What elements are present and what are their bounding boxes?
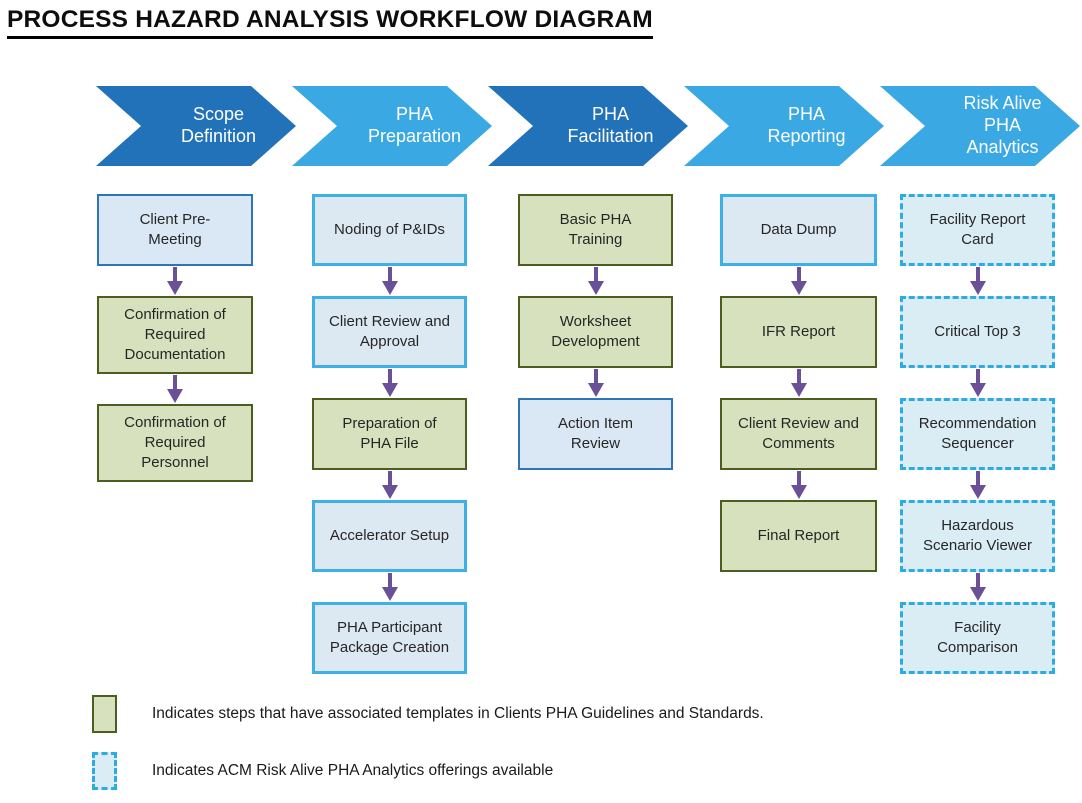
- step-facility-report-card: Facility Report Card: [900, 194, 1055, 266]
- phase-chevron-risk-alive-pha-analytics: Risk Alive PHA Analytics: [880, 86, 1080, 166]
- down-arrow-icon: [167, 267, 183, 295]
- down-arrow-icon: [790, 267, 807, 295]
- phase-chevron-pha-preparation: PHA Preparation: [292, 86, 492, 166]
- step-facility-comparison: Facility Comparison: [900, 602, 1055, 674]
- step-final-report: Final Report: [720, 500, 877, 572]
- phase-label: PHA Reporting: [767, 104, 846, 146]
- step-label: Critical Top 3: [934, 323, 1021, 341]
- step-label: Client Pre- Meeting: [139, 211, 211, 248]
- step-label: Preparation of PHA File: [342, 415, 437, 452]
- step-action-item-review: Action Item Review: [518, 398, 673, 470]
- step-label: Accelerator Setup: [329, 527, 450, 545]
- legend-item-templates: Indicates steps that have associated tem…: [92, 695, 764, 733]
- column-scope-definition: Client Pre- Meeting Confirmation of Requ…: [97, 194, 253, 482]
- down-arrow-icon: [969, 267, 986, 295]
- step-label: Noding of P&IDs: [334, 221, 445, 239]
- step-label: Client Review and Approval: [329, 313, 450, 350]
- down-arrow-icon: [381, 471, 398, 499]
- column-risk-alive-pha-analytics: Facility Report Card Critical Top 3 Reco…: [900, 194, 1055, 674]
- chevron-shape: [292, 86, 492, 166]
- legend-green-swatch: [92, 695, 117, 733]
- down-arrow-icon: [969, 369, 986, 397]
- step-label: Client Review and Comments: [738, 415, 859, 452]
- phase-label: Scope Definition: [180, 104, 257, 146]
- step-label: Facility Report Card: [929, 211, 1026, 248]
- phase-chevron-scope-definition: Scope Definition: [96, 86, 296, 166]
- step-label: Data Dump: [760, 221, 837, 239]
- phase-chevron-pha-facilitation: PHA Facilitation: [488, 86, 688, 166]
- down-arrow-icon: [381, 267, 398, 295]
- step-hazardous-scenario-viewer: Hazardous Scenario Viewer: [900, 500, 1055, 572]
- page-title: PROCESS HAZARD ANALYSIS WORKFLOW DIAGRAM: [7, 6, 653, 39]
- column-pha-reporting: Data Dump IFR Report Client Review and C…: [720, 194, 877, 572]
- step-client-pre-meeting: Client Pre- Meeting: [97, 194, 253, 266]
- step-recommendation-sequencer: Recommendation Sequencer: [900, 398, 1055, 470]
- down-arrow-icon: [790, 471, 807, 499]
- down-arrow-icon: [969, 471, 986, 499]
- step-worksheet-development: Worksheet Development: [518, 296, 673, 368]
- step-label: Hazardous Scenario Viewer: [923, 517, 1032, 554]
- legend-text: Indicates ACM Risk Alive PHA Analytics o…: [152, 762, 554, 779]
- step-label: PHA Participant Package Creation: [329, 619, 450, 656]
- down-arrow-icon: [381, 573, 398, 601]
- step-confirmation-required-personnel: Confirmation of Required Personnel: [97, 404, 253, 482]
- step-data-dump: Data Dump: [720, 194, 877, 266]
- chevron-shape: [880, 86, 1080, 166]
- legend-text: Indicates steps that have associated tem…: [152, 705, 764, 722]
- down-arrow-icon: [587, 369, 604, 397]
- chevron-shape: [488, 86, 688, 166]
- down-arrow-icon: [381, 369, 398, 397]
- down-arrow-icon: [587, 267, 604, 295]
- step-preparation-of-pha-file: Preparation of PHA File: [312, 398, 467, 470]
- step-label: Action Item Review: [557, 415, 634, 452]
- step-accelerator-setup: Accelerator Setup: [312, 500, 467, 572]
- column-pha-preparation: Noding of P&IDs Client Review and Approv…: [312, 194, 467, 674]
- column-pha-facilitation: Basic PHA Training Worksheet Development…: [518, 194, 673, 470]
- legend-item-analytics: Indicates ACM Risk Alive PHA Analytics o…: [92, 752, 553, 790]
- step-noding-of-pids: Noding of P&IDs: [312, 194, 467, 266]
- step-pha-participant-package-creation: PHA Participant Package Creation: [312, 602, 467, 674]
- step-confirmation-required-documentation: Confirmation of Required Documentation: [97, 296, 253, 374]
- step-label: Recommendation Sequencer: [918, 415, 1037, 452]
- step-basic-pha-training: Basic PHA Training: [518, 194, 673, 266]
- chevron-shape: [684, 86, 884, 166]
- down-arrow-icon: [167, 375, 183, 403]
- step-ifr-report: IFR Report: [720, 296, 877, 368]
- phase-label: Risk Alive PHA Analytics: [963, 93, 1042, 157]
- legend-dashed-swatch: [92, 752, 117, 790]
- step-label: Facility Comparison: [937, 619, 1018, 656]
- phase-chevron-pha-reporting: PHA Reporting: [684, 86, 884, 166]
- phase-label: PHA Facilitation: [567, 104, 654, 146]
- step-label: Confirmation of Required Documentation: [124, 306, 226, 363]
- step-label: Basic PHA Training: [559, 211, 632, 248]
- step-client-review-and-approval: Client Review and Approval: [312, 296, 467, 368]
- phase-label: PHA Preparation: [367, 104, 462, 146]
- step-client-review-and-comments: Client Review and Comments: [720, 398, 877, 470]
- down-arrow-icon: [969, 573, 986, 601]
- step-critical-top-3: Critical Top 3: [900, 296, 1055, 368]
- down-arrow-icon: [790, 369, 807, 397]
- chevron-shape: [96, 86, 296, 166]
- step-label: Final Report: [757, 527, 840, 545]
- step-label: IFR Report: [761, 323, 836, 341]
- step-label: Worksheet Development: [551, 313, 640, 350]
- step-label: Confirmation of Required Personnel: [124, 414, 226, 471]
